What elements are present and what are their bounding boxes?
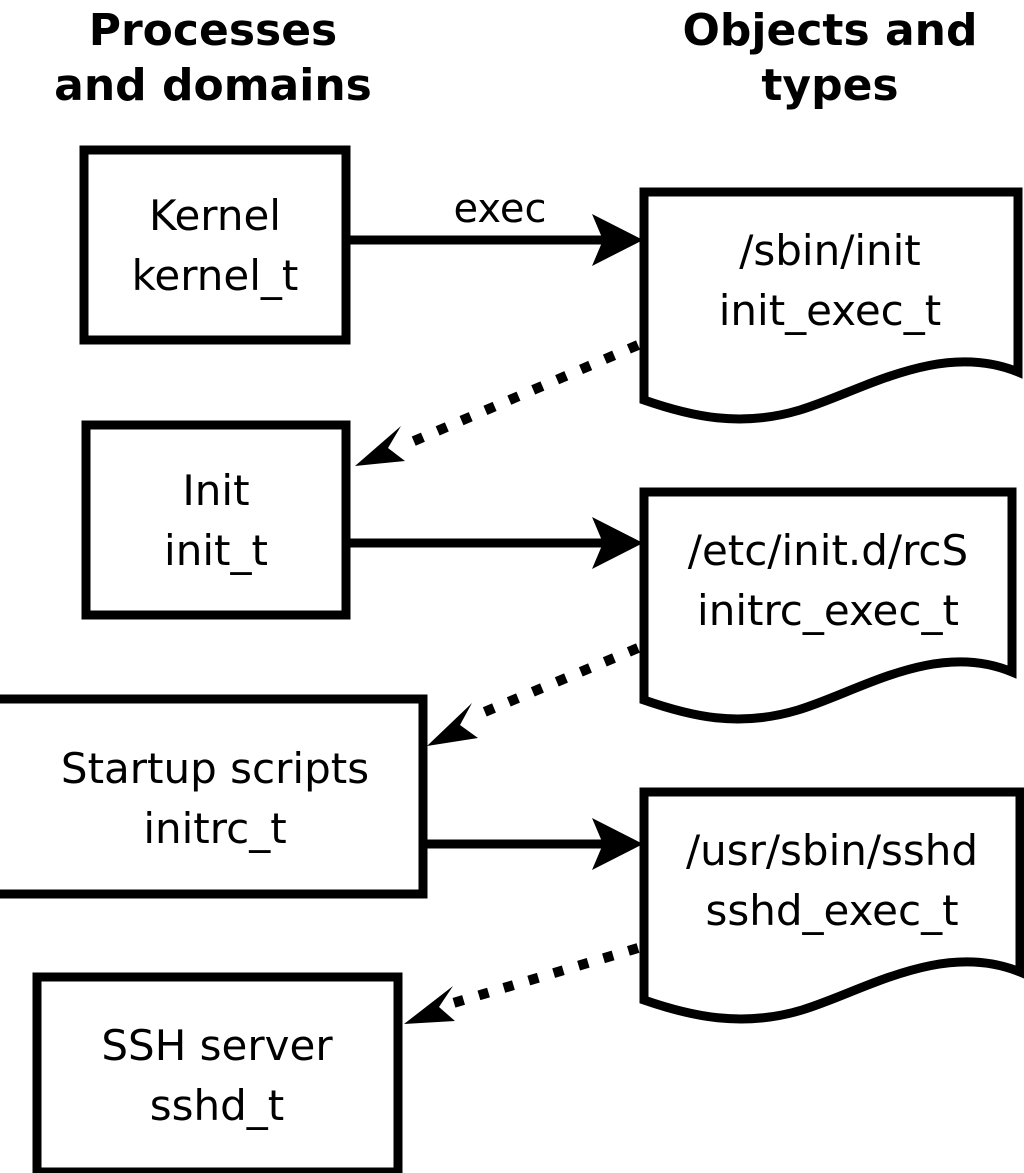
process-node-sshd-line1: SSH server (101, 1021, 333, 1070)
edge-sshd-exec-to-sshd (404, 943, 640, 1024)
object-node-initrc-exec[interactable]: /etc/init.d/rcS initrc_exec_t (639, 487, 1017, 724)
process-node-sshd-line2: sshd_t (150, 1081, 285, 1130)
edge-initrc-to-sshd-exec-arrowhead (592, 818, 643, 870)
process-node-init[interactable]: Init init_t (81, 420, 351, 620)
process-node-initrc-line1: Startup scripts (61, 744, 369, 793)
object-node-initrc-exec-line1: /etc/init.d/rcS (688, 526, 968, 575)
edge-sshd-exec-to-sshd-arrowhead (404, 986, 455, 1024)
process-node-initrc-line2: initrc_t (143, 804, 286, 853)
column-header-objects-line2: types (761, 60, 898, 111)
edge-init-exec-to-init (355, 340, 640, 466)
process-node-kernel-box[interactable] (79, 145, 351, 345)
object-node-sshd-exec-shape[interactable] (639, 787, 1024, 1024)
edge-initrc-exec-to-initrc-line (468, 643, 640, 723)
object-node-sshd-exec[interactable]: /usr/sbin/sshd sshd_exec_t (639, 787, 1024, 1024)
column-header-processes-line2: and domains (54, 60, 372, 111)
object-node-init-exec-line1: /sbin/init (739, 226, 921, 275)
edge-kernel-to-init-exec-arrowhead (592, 214, 643, 266)
edge-sshd-exec-to-sshd-line (448, 943, 640, 1009)
edge-init-to-initrc-exec-arrowhead (592, 517, 643, 569)
column-header-processes-line1: Processes (89, 5, 338, 56)
process-node-init-box[interactable] (81, 420, 351, 620)
edge-label-exec: exec (454, 186, 547, 232)
process-node-kernel-line2: kernel_t (132, 251, 299, 300)
process-node-sshd[interactable]: SSH server sshd_t (32, 972, 403, 1173)
edge-initrc-to-sshd-exec (427, 818, 643, 870)
process-node-initrc[interactable]: Startup scripts initrc_t (0, 694, 428, 899)
edge-initrc-exec-to-initrc-arrowhead (427, 703, 478, 746)
column-header-processes: Processes and domains (54, 5, 372, 111)
object-node-initrc-exec-shape[interactable] (639, 487, 1017, 724)
process-node-kernel[interactable]: Kernel kernel_t (79, 145, 351, 345)
process-node-sshd-box[interactable] (32, 972, 403, 1173)
process-node-initrc-box[interactable] (0, 694, 428, 899)
object-node-init-exec[interactable]: /sbin/init init_exec_t (639, 187, 1023, 424)
edge-init-to-initrc-exec (350, 517, 643, 569)
process-node-init-line1: Init (182, 466, 249, 515)
process-node-kernel-line1: Kernel (149, 191, 281, 240)
column-header-objects-line1: Objects and (683, 5, 978, 56)
edge-kernel-to-init-exec: exec (350, 186, 643, 266)
column-header-objects: Objects and types (683, 5, 978, 111)
edge-init-exec-to-init-arrowhead (355, 426, 405, 466)
process-node-init-line2: init_t (164, 526, 268, 575)
object-node-sshd-exec-line2: sshd_exec_t (705, 886, 958, 935)
object-node-sshd-exec-line1: /usr/sbin/sshd (686, 826, 978, 875)
object-node-initrc-exec-line2: initrc_exec_t (697, 586, 959, 635)
edge-init-exec-to-init-line (398, 340, 640, 452)
object-node-init-exec-line2: init_exec_t (719, 286, 942, 335)
object-node-init-exec-shape[interactable] (639, 187, 1023, 424)
edge-initrc-exec-to-initrc (427, 643, 640, 746)
